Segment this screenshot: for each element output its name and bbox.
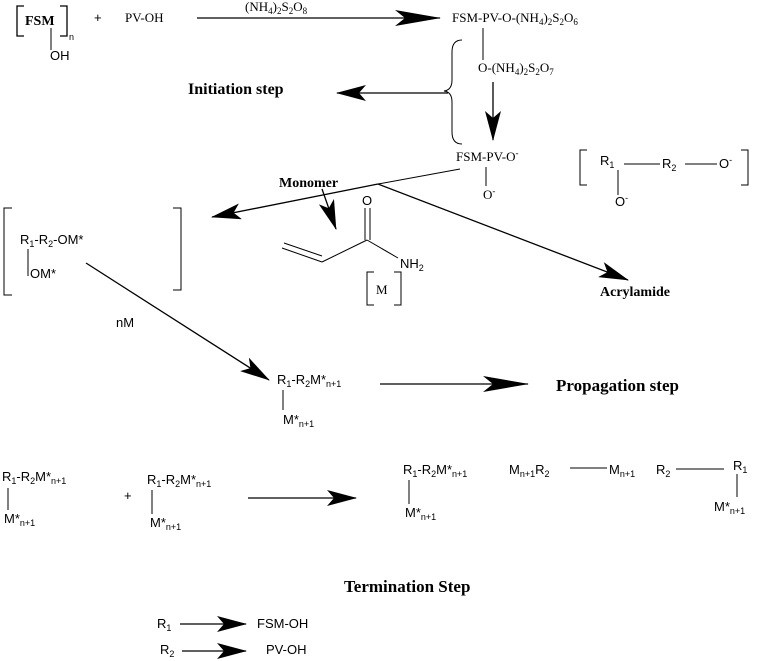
r1r2om-bracket: R1-R2-OM* OM* [3, 207, 182, 296]
intermediate-2: O-(NH4)2S2O7 [478, 60, 554, 77]
acrylamide-double-bond [283, 242, 323, 257]
monomer-label: Monomer [279, 176, 338, 191]
arrow-to-radical-bracket [211, 183, 379, 220]
general-r1: R1 [600, 153, 614, 170]
termination-product: R1-R2M*n+1 M*n+1 Mn+1R2 Mn+1 R2 R1 M*n+1 [403, 458, 747, 522]
legend-r1-key: R1 [157, 616, 171, 633]
m-bracket-left [366, 271, 374, 306]
fsm-label: FSM [25, 14, 55, 29]
termination-step-label: Termination Step [344, 577, 470, 596]
term1-m: M*n+1 [4, 511, 35, 528]
term2-text: R1-R2M*n+1 [147, 472, 211, 489]
repeat-n: n [69, 32, 74, 42]
initiation-step-label: Initiation step [188, 81, 284, 98]
propagation-text: R1-R2M*n+1 [277, 372, 341, 389]
acrylamide-structure: O NH2 M [281, 193, 424, 306]
arrow-to-acrylamide [377, 183, 629, 281]
product-r2: R2 [656, 462, 670, 479]
curly-brace [443, 39, 463, 145]
m-label: M [376, 282, 388, 297]
acrylamide-bond-2 [321, 239, 368, 263]
product-mn1: Mn+1 [609, 462, 635, 479]
radical-fsm-pv-o: FSM-PV-O- [456, 148, 519, 164]
legend-r2-key: R2 [160, 642, 174, 659]
term1-text: R1-R2M*n+1 [2, 469, 66, 486]
plus-sign: + [94, 10, 102, 25]
general-r2: R2 [662, 156, 676, 173]
termination-plus: + [124, 488, 132, 503]
fsm-oh: OH [50, 48, 70, 63]
acrylamide-bond-1 [281, 247, 323, 263]
legend-r2: R2 PV-OH [160, 642, 306, 659]
propagation-species: R1-R2M*n+1 M*n+1 [277, 372, 341, 429]
pvoh-label: PV-OH [125, 10, 164, 25]
fsm-bracket-left [16, 5, 24, 37]
r1r2om-text: R1-R2-OM* [20, 232, 83, 249]
termination-species-2: R1-R2M*n+1 M*n+1 [147, 472, 211, 532]
term2-m: M*n+1 [150, 515, 181, 532]
persulfate-reagent: (NH4)2S2O8 [245, 0, 308, 16]
general-bracket-left [579, 149, 587, 186]
arrow-to-monomer-structure [318, 188, 337, 230]
general-bracket-right [741, 149, 749, 186]
general-o: O- [719, 155, 732, 171]
arrow-nm [85, 262, 270, 381]
product-mr2: Mn+1R2 [509, 462, 550, 479]
intermediate-1: FSM-PV-O-(NH4)2S2O6 [452, 10, 578, 27]
om-text: OM* [30, 266, 56, 281]
product-r1: R1 [733, 458, 747, 475]
r1r2om-bracket-right [173, 207, 182, 291]
acrylamide-cn [366, 239, 399, 259]
radical-to-monomer-line [377, 168, 461, 185]
product-r1r2m: R1-R2M*n+1 [403, 462, 467, 479]
nm-label: nM [116, 315, 134, 330]
product-mstar: M*n+1 [714, 499, 745, 516]
m-bracket-right [394, 271, 402, 306]
fsm-bracket-right [60, 5, 68, 37]
termination-species-1: R1-R2M*n+1 M*n+1 [2, 469, 66, 528]
product-m: M*n+1 [405, 505, 436, 522]
legend-r1-value: FSM-OH [257, 616, 308, 631]
acrylamide-label: Acrylamide [600, 285, 670, 300]
r1r2om-bracket-left [3, 207, 12, 296]
propagation-step-label: Propagation step [556, 376, 679, 395]
general-radical-structure: R1 R2 O- O- [579, 149, 749, 209]
legend-r2-value: PV-OH [266, 642, 306, 657]
propagation-m: M*n+1 [283, 412, 314, 429]
fsm-monomer-unit: FSM n OH [16, 5, 74, 63]
acrylamide-nh2: NH2 [400, 256, 424, 273]
radical-o: O- [483, 186, 495, 202]
acrylamide-o: O [362, 193, 372, 208]
legend-r1: R1 FSM-OH [157, 616, 308, 633]
general-o-bottom: O- [615, 193, 628, 209]
